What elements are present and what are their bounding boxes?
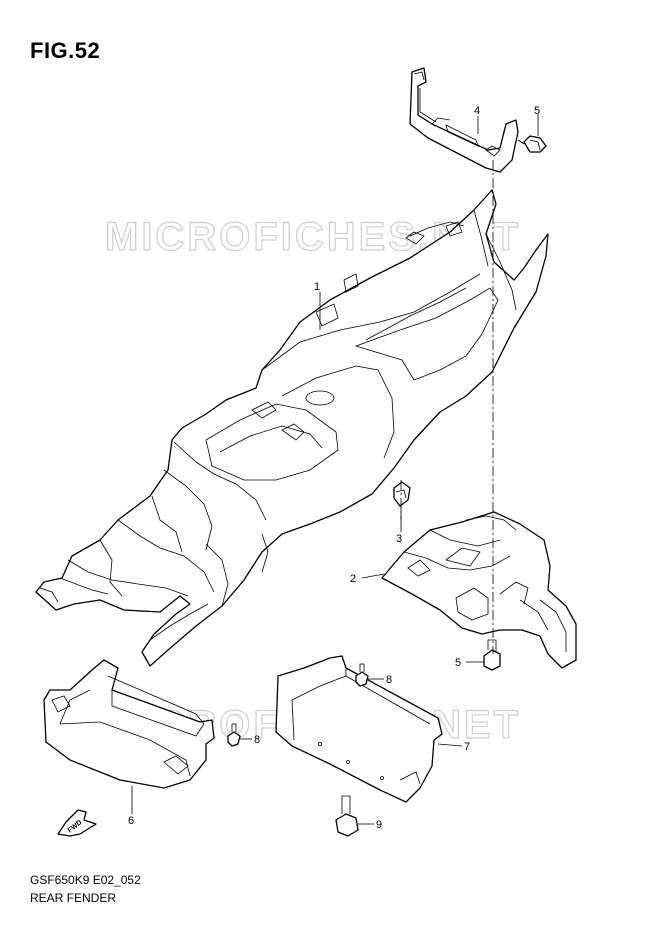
callout-8-left: 8 <box>254 734 260 746</box>
part-7-under-tray <box>275 655 443 803</box>
part-2-fender-lower <box>381 511 577 669</box>
callout-6: 6 <box>128 815 134 827</box>
part-1-rear-fender <box>35 189 549 667</box>
callout-5-top: 5 <box>534 105 540 117</box>
callout-2: 2 <box>350 573 356 585</box>
callout-8-right: 8 <box>386 674 392 686</box>
callout-9: 9 <box>376 819 382 831</box>
callout-4: 4 <box>474 105 480 117</box>
part-8-screw-left <box>227 723 241 747</box>
figure-code: GSF650K9 E02_052 <box>30 873 141 887</box>
fwd-arrow: FWD <box>57 809 97 837</box>
callout-7: 7 <box>464 741 470 753</box>
figure-title: FIG.52 <box>30 38 101 63</box>
part-8-screw-right <box>355 663 369 687</box>
part-9-bolt <box>335 795 359 837</box>
part-4-bracket <box>409 67 519 173</box>
figure-description: REAR FENDER <box>30 891 117 905</box>
callout-3: 3 <box>396 533 402 545</box>
callout-1: 1 <box>314 281 320 293</box>
callout-5-lower: 5 <box>455 657 461 669</box>
part-5-bolt-lower <box>483 639 501 671</box>
part-5-bolt-top <box>517 135 547 153</box>
part-3-clip <box>393 481 411 507</box>
part-6-under-tray <box>43 659 215 789</box>
